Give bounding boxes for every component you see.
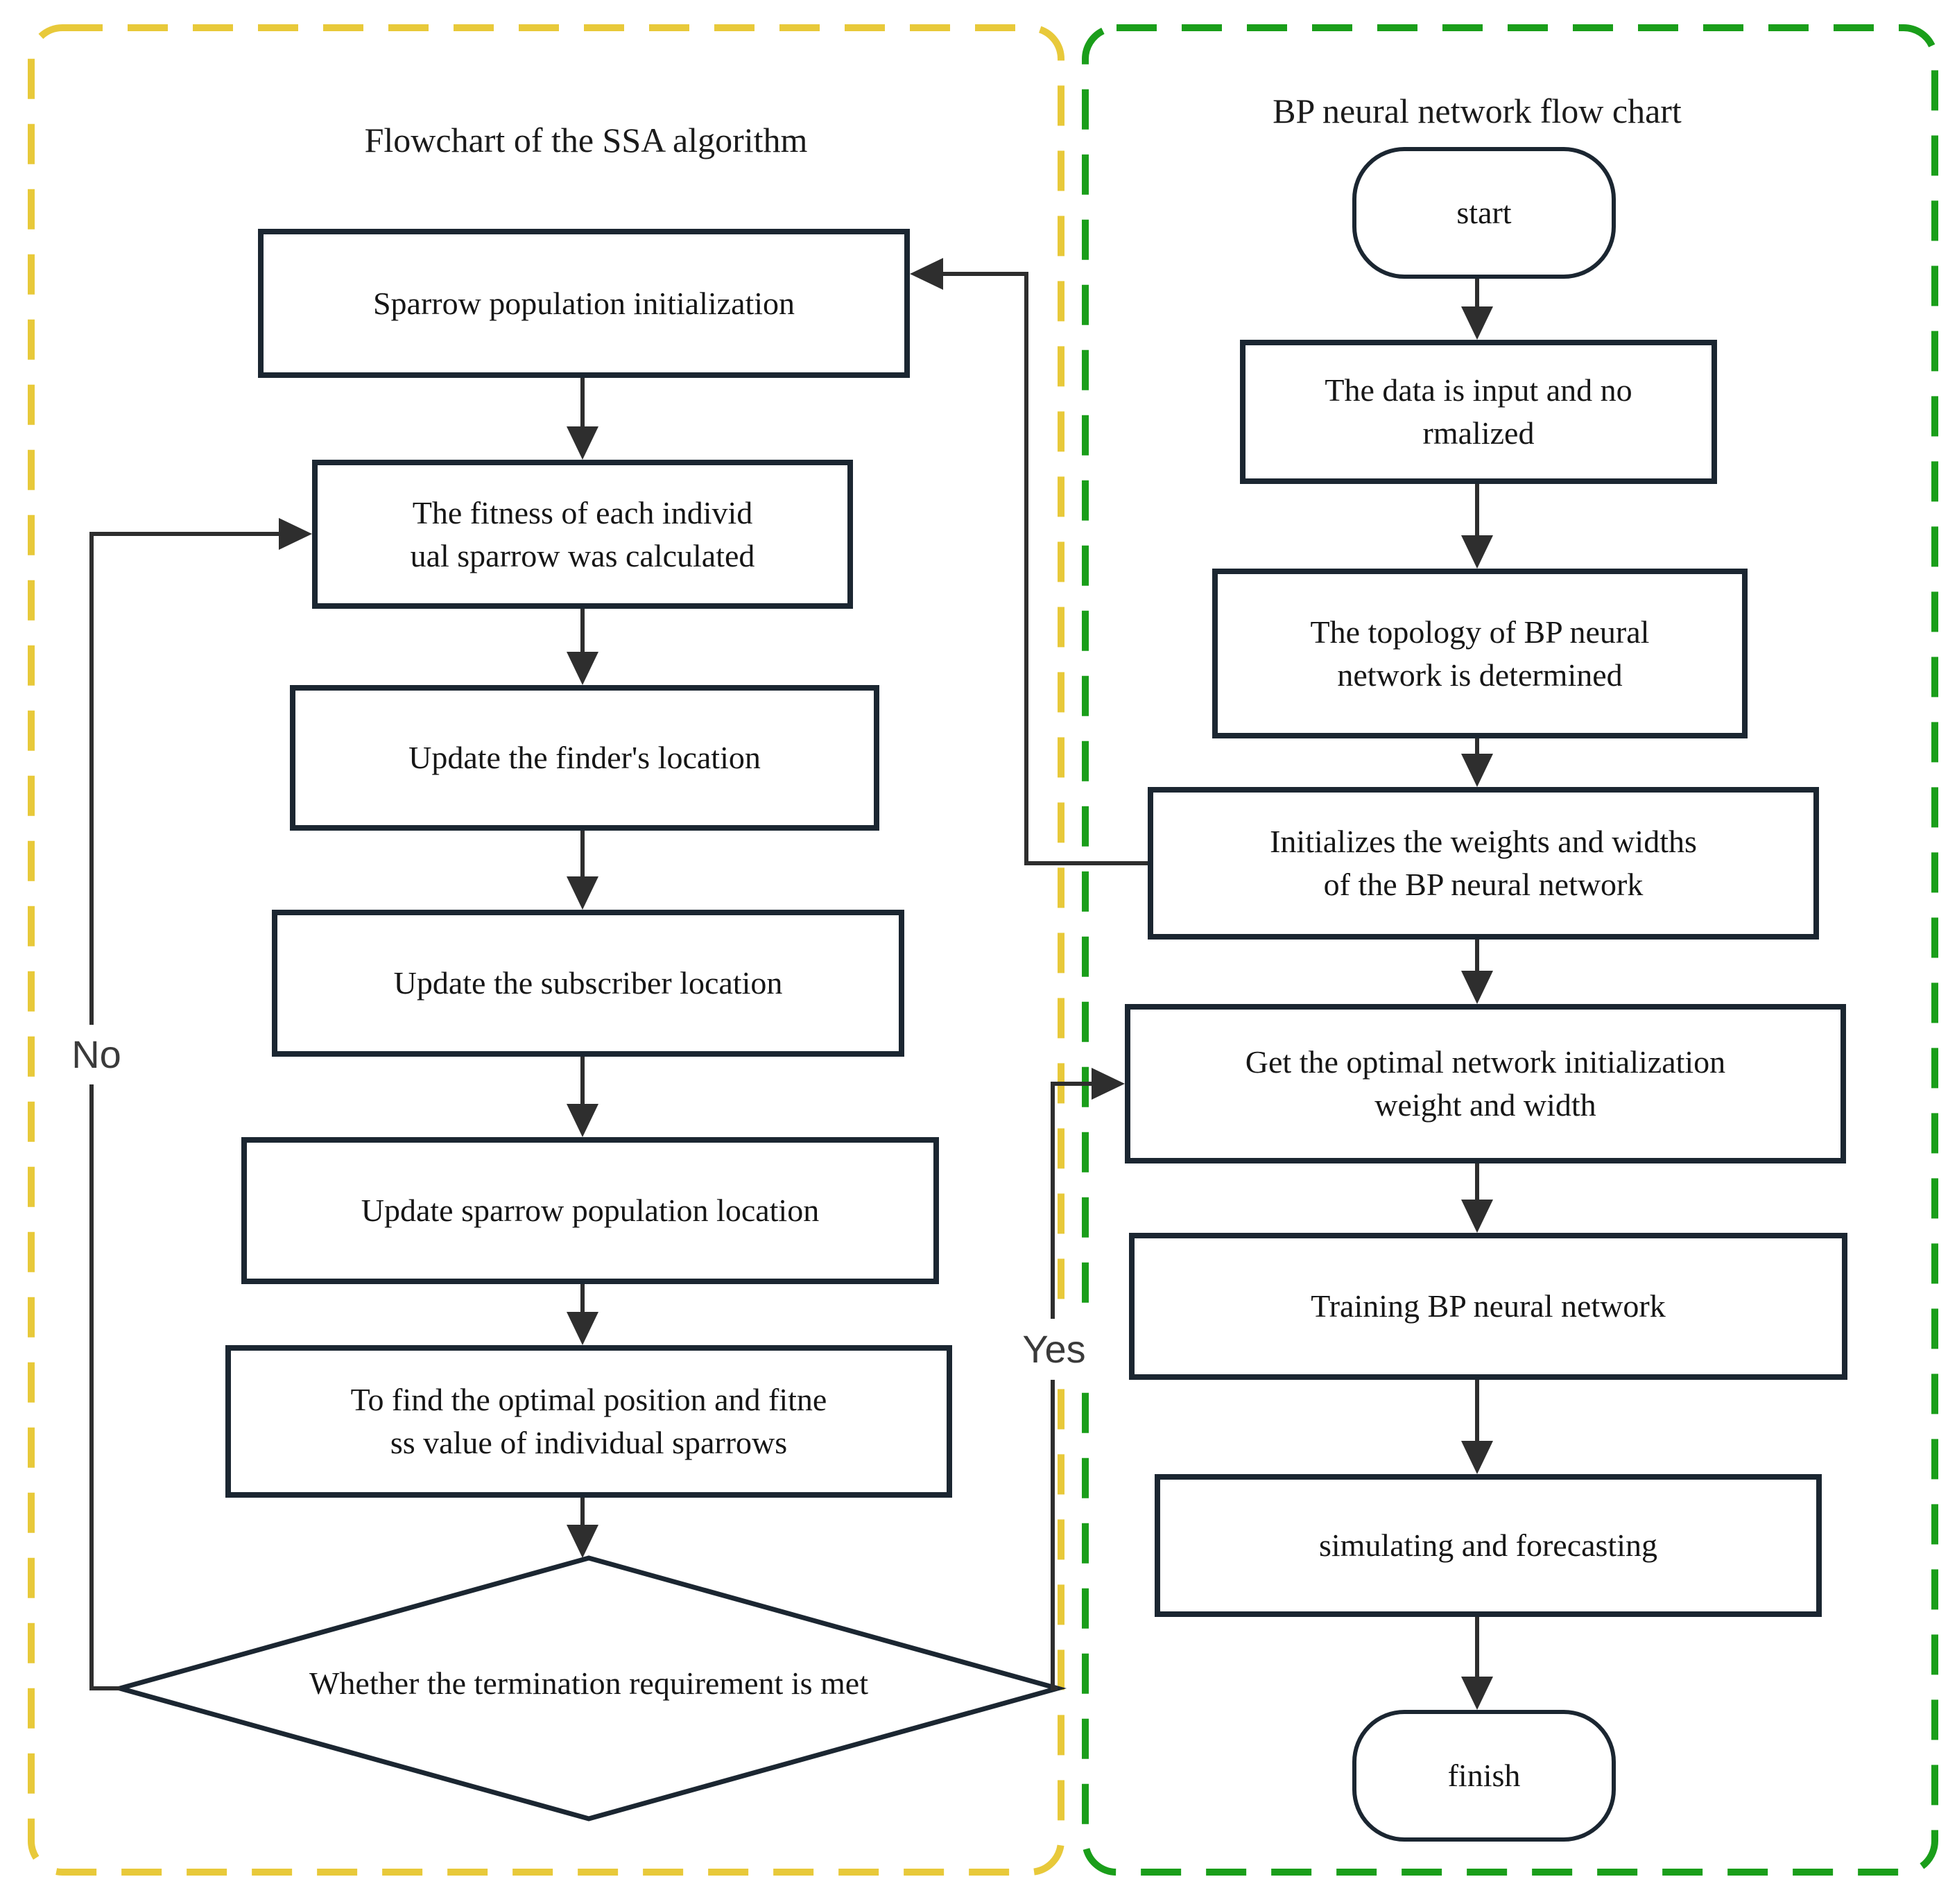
node-finish: finish — [1352, 1710, 1616, 1842]
node-fitness-calculated: The fitness of each individ ual sparrow … — [312, 460, 853, 609]
node-update-subscriber-location: Update the subscriber location — [272, 910, 904, 1057]
arrowhead-down — [567, 652, 598, 685]
decision-label: Whether the termination requirement is m… — [309, 1665, 868, 1701]
bp-panel-border — [1082, 24, 1938, 1876]
node-update-sparrow-population-location: Update sparrow population location — [241, 1137, 939, 1284]
yes-connector — [1051, 1082, 1097, 1690]
no-connector — [89, 532, 284, 1690]
arrowhead-left — [910, 258, 943, 290]
node-get-optimal-weights: Get the optimal network initialization w… — [1125, 1004, 1846, 1163]
bp-flowchart-title: BP neural network flow chart — [1273, 92, 1682, 130]
arrowhead-down — [1461, 971, 1493, 1004]
bp-to-ssa-connector — [938, 272, 1148, 865]
connector-lines — [89, 272, 1479, 1690]
arrowhead-down — [1461, 306, 1493, 340]
arrowhead-down — [1461, 535, 1493, 569]
node-start: start — [1352, 147, 1616, 279]
node-update-finder-location: Update the finder's location — [290, 685, 879, 831]
arrowhead-down — [567, 1104, 598, 1137]
ssa-panel-border — [28, 24, 1064, 1876]
arrowhead-right — [1092, 1068, 1125, 1100]
arrowhead-down — [567, 1525, 598, 1558]
arrowhead-down — [567, 426, 598, 460]
arrowhead-right — [279, 518, 312, 550]
arrowhead-down — [1461, 1677, 1493, 1710]
node-find-optimal-position: To find the optimal position and fitne s… — [225, 1345, 952, 1498]
arrowheads — [279, 258, 1493, 1710]
node-data-input-normalized: The data is input and no rmalized — [1240, 340, 1717, 484]
arrowhead-down — [567, 876, 598, 910]
decision-diamond — [110, 1555, 1067, 1821]
yes-edge-label: Yes — [1002, 1319, 1106, 1380]
node-simulating-forecasting: simulating and forecasting — [1155, 1474, 1822, 1617]
node-sparrow-population-initialization: Sparrow population initialization — [258, 229, 910, 378]
arrowhead-down — [1461, 1200, 1493, 1233]
ssa-flowchart-title: Flowchart of the SSA algorithm — [364, 121, 808, 159]
arrowhead-down — [1461, 1441, 1493, 1474]
arrowhead-down — [567, 1312, 598, 1345]
arrowhead-down — [1461, 754, 1493, 787]
node-training-bp-network: Training BP neural network — [1129, 1233, 1847, 1380]
node-initialize-weights-widths: Initializes the weights and widths of th… — [1148, 787, 1819, 940]
no-edge-label: No — [55, 1025, 137, 1084]
node-topology-determined: The topology of BP neural network is det… — [1212, 569, 1748, 738]
